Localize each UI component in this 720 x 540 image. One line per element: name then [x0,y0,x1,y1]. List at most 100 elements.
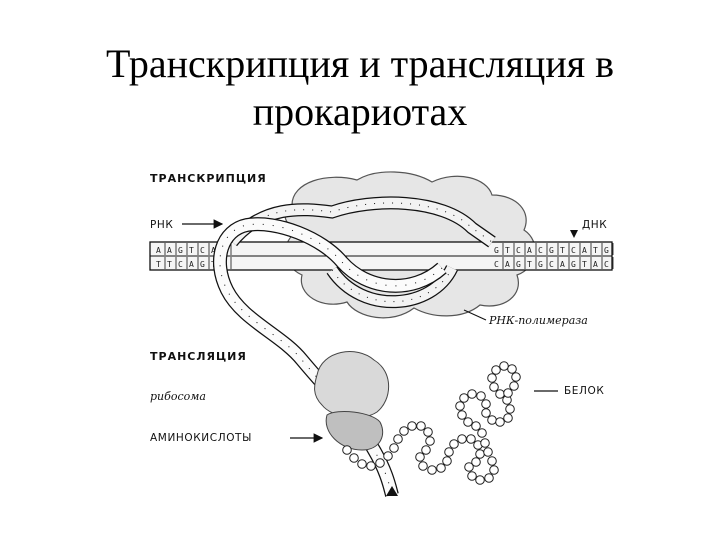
amino-acid-bead [505,404,515,414]
amino-acid-bead [444,447,454,457]
dna-base: T [527,260,532,269]
dna-base: T [593,246,598,255]
amino-acid-bead [511,372,521,382]
amino-acid-bead [342,445,352,455]
dna-base: G [571,260,576,269]
amino-acid-bead [503,388,513,398]
rna-polymerase-label: РНК-полимераза [488,314,588,327]
slide-title-line-2: прокариотах [252,89,468,134]
amino-acid-bead [476,391,486,401]
amino-acid-bead [464,462,474,472]
amino-acid-bead [421,445,431,455]
dna-base: T [156,260,161,269]
amino-acid-bead [425,436,435,446]
slide-title-line-1: Транскрипция и трансляция в [105,41,615,86]
amino-acid-bead [449,439,459,449]
translation-heading: ТРАНСЛЯЦИЯ [150,350,247,363]
slide-title: Транскрипция и трансляция в прокариотах [0,40,720,136]
dna-base: C [516,246,521,255]
dna-base: T [189,246,194,255]
dna-base: T [505,246,510,255]
amino-acid-bead [415,452,425,462]
dna-base: A [211,246,216,255]
dna-base: A [527,246,532,255]
dna-base: C [549,260,554,269]
amino-acid-bead [389,443,399,453]
amino-acid-bead [357,459,367,469]
dna-pointer-arrow-icon [570,230,578,238]
amino-acid-bead [475,475,485,485]
amino-acid-bead [442,456,452,466]
amino-acid-bead [475,449,485,459]
dna-base: G [549,246,554,255]
amino-acid-bead [407,421,417,431]
mrna-end-arrow-icon [386,486,398,496]
amino-acid-bead [480,438,490,448]
dna-base: T [167,260,172,269]
amino-acid-bead [499,361,509,371]
amino-acid-bead [495,389,505,399]
protein-label: БЕЛОК [564,385,604,397]
dna-base: G [604,246,609,255]
dna-base: G [538,260,543,269]
dna-base: G [178,246,183,255]
amino-acid-bead [463,417,473,427]
amino-acid-bead [457,410,467,420]
amino-acid-bead [481,408,491,418]
dna-base: A [582,246,587,255]
amino-acid-bead [399,426,409,436]
amino-acid-bead [487,456,497,466]
amino-acid-bead [416,421,426,431]
amino-acid-bead [466,434,476,444]
amino-acid-bead [471,457,481,467]
amino-acid-bead [436,463,446,473]
polymerase-pointer-line [463,309,487,321]
dna-base: C [494,260,499,269]
amino-acid-bead [487,373,497,383]
ribosome-label: рибосома [150,390,206,403]
amino-acid-bead [467,389,477,399]
dna-label: ДНК [582,219,607,231]
amino-acid-bead [489,465,499,475]
amino-acid-bead [507,364,517,374]
amino-acid-bead [383,451,393,461]
rna-label: РНК [150,219,173,231]
amino-acid-bead [375,458,385,468]
dna-base: T [560,246,565,255]
amino-acid-bead [491,365,501,375]
dna-base: G [200,260,205,269]
amino-acid-bead [423,427,433,437]
amino-acid-bead [418,461,428,471]
protein-chain [342,361,521,485]
amino-acid-bead [457,434,467,444]
amino-acid-bead [455,401,465,411]
ribosome [314,351,390,451]
dna-base: C [178,260,183,269]
dna-base: G [516,260,521,269]
amino-acid-bead [349,453,359,463]
amino-acid-bead [471,421,481,431]
dna-base: A [167,246,172,255]
amino-acid-bead [366,461,376,471]
transcription-heading: ТРАНСКРИПЦИЯ [150,172,267,185]
amino-acids-label: АМИНОКИСЛОТЫ [150,432,252,444]
dna-base: A [189,260,194,269]
amino-acid-bead [459,393,469,403]
amino-acid-bead [509,381,519,391]
dna-base: C [604,260,609,269]
amino-acid-bead [484,473,494,483]
dna-base: G [494,246,499,255]
dna-base: C [538,246,543,255]
amino-acid-bead [495,417,505,427]
amino-acid-bead [489,382,499,392]
amino-acid-bead [393,434,403,444]
amino-acid-bead [477,428,487,438]
dna-base: A [505,260,510,269]
amino-acid-bead [483,447,493,457]
dna-base: C [200,246,205,255]
dna-base: A [156,246,161,255]
amino-acid-bead [481,399,491,409]
dna-base: A [560,260,565,269]
dna-base: A [593,260,598,269]
